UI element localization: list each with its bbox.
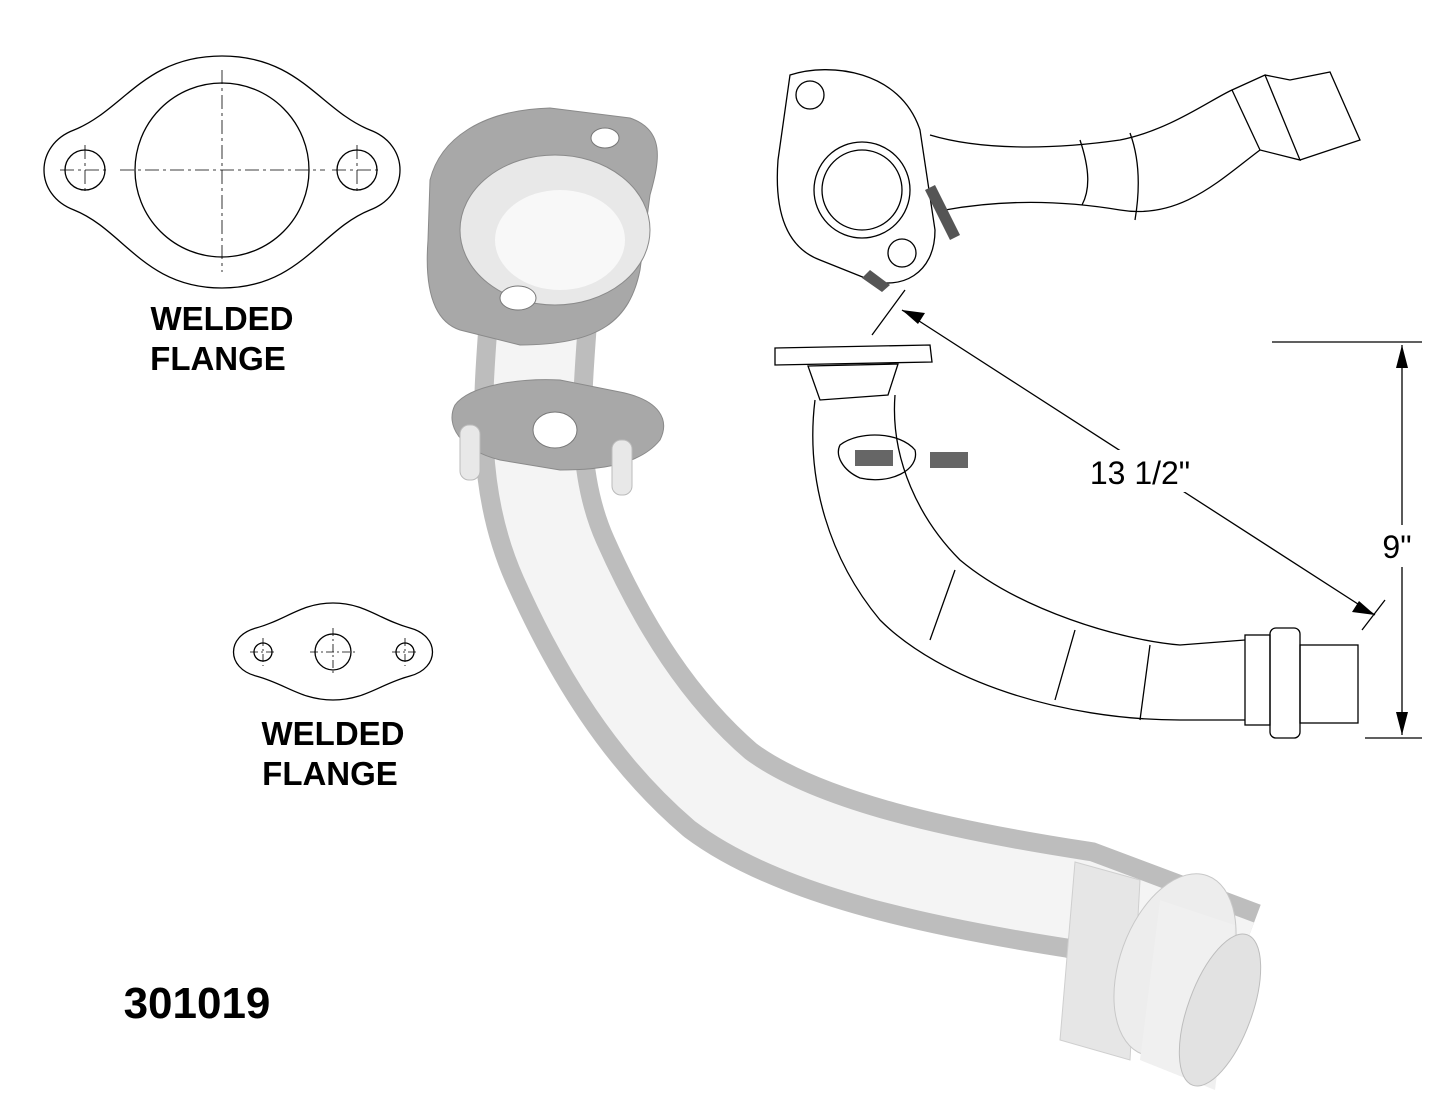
small-flange-label-line1: WELDED: [262, 715, 405, 752]
large-flange-label-line1: WELDED: [151, 300, 294, 337]
height-label-bg: [1375, 525, 1425, 567]
dimension-lines: [871, 289, 1422, 739]
small-flange-drawing: [232, 602, 434, 701]
length-dimension-label: 13 1/2": [1090, 455, 1190, 491]
large-flange-drawing: [43, 55, 401, 289]
pipe-top-view-drawing: [776, 69, 1361, 292]
small-flange-label-line2: FLANGE: [262, 755, 398, 792]
large-flange-label-line2: FLANGE: [150, 340, 286, 377]
height-dimension-label: 9": [1382, 529, 1411, 565]
length-label-bg: [1080, 450, 1200, 492]
part-number: 301019: [124, 979, 271, 1028]
pipe-side-view-drawing: [774, 344, 1359, 739]
pipe-3d-render: [426, 107, 1262, 1090]
